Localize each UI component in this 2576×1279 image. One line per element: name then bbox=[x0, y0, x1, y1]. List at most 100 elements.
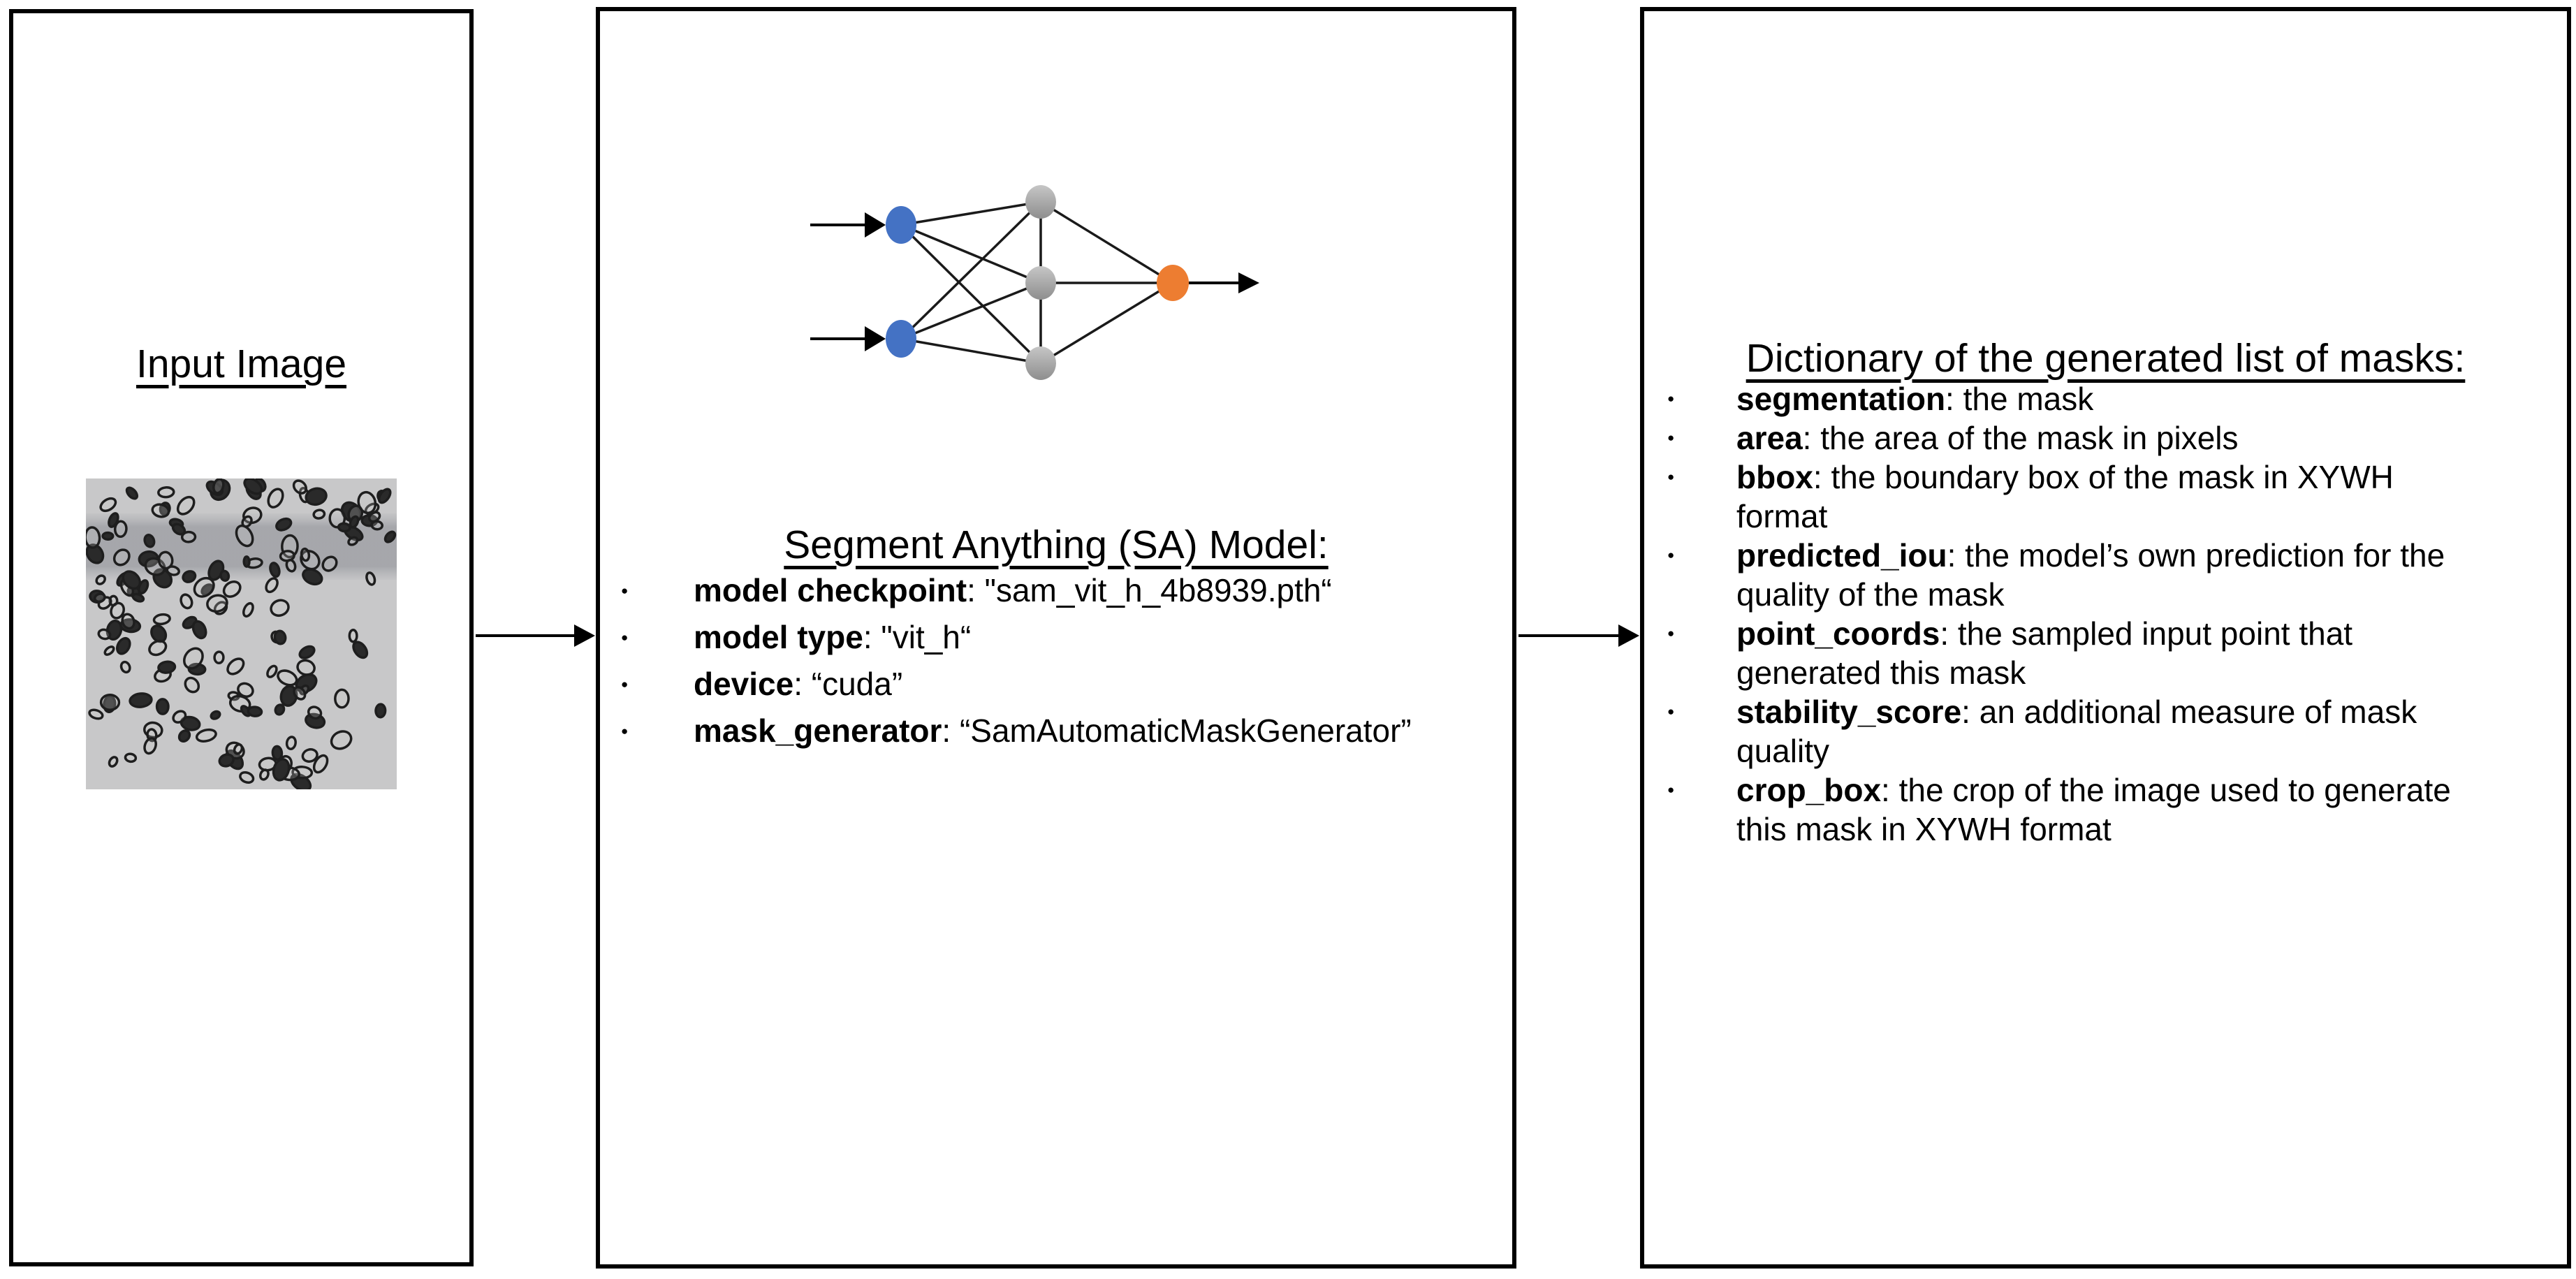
cell-blob bbox=[177, 729, 191, 743]
cell-blob bbox=[343, 525, 364, 542]
list-item: area: the area of the mask in pixels bbox=[1644, 418, 2518, 458]
cell-blob bbox=[298, 487, 310, 504]
cell-blob bbox=[103, 694, 117, 714]
cell-blob bbox=[243, 478, 263, 495]
cell-blob bbox=[357, 490, 377, 515]
bullet-desc-line2: this mask in XYWH format bbox=[1736, 811, 2112, 847]
cell-blob bbox=[245, 557, 263, 569]
cell-blob bbox=[258, 757, 277, 772]
cell-blob bbox=[352, 641, 369, 659]
cell-blob bbox=[97, 596, 112, 610]
cell-blob bbox=[305, 712, 326, 729]
cell-blob bbox=[267, 488, 284, 509]
cell-blob bbox=[226, 657, 245, 675]
cell-blob bbox=[277, 754, 293, 774]
cell-blob bbox=[200, 583, 214, 597]
input-image-title: Input Image bbox=[136, 342, 347, 386]
cell-blob bbox=[210, 478, 231, 502]
cell-blob bbox=[126, 585, 141, 598]
cell-blob bbox=[210, 710, 221, 720]
cell-blob bbox=[285, 558, 297, 573]
list-item: point_coords: the sampled input point th… bbox=[1644, 614, 2518, 692]
bullet-term: device bbox=[694, 666, 794, 702]
cell-blob bbox=[182, 615, 198, 629]
bullet-desc-line2: format bbox=[1736, 498, 1828, 534]
bullet-term: mask_generator bbox=[694, 712, 942, 749]
cell-blob bbox=[312, 754, 329, 774]
cell-blob bbox=[99, 497, 117, 513]
list-item: mask_generator: “SamAutomaticMaskGenerat… bbox=[600, 708, 1505, 754]
input-node bbox=[886, 320, 916, 358]
cell-blob bbox=[187, 662, 207, 676]
cell-blob bbox=[364, 502, 380, 516]
bullet-term: stability_score bbox=[1736, 694, 1962, 730]
cell-blob bbox=[321, 555, 338, 572]
bullet-term: area bbox=[1736, 420, 1803, 456]
cell-blob bbox=[270, 599, 290, 617]
cell-blob bbox=[274, 703, 286, 716]
cell-blob bbox=[273, 629, 287, 645]
cell-blob bbox=[347, 504, 364, 523]
cell-blob bbox=[383, 530, 397, 543]
cell-blob bbox=[365, 571, 376, 586]
cell-blob bbox=[180, 530, 197, 543]
cell-blob bbox=[172, 710, 187, 724]
bullet-desc: : “cuda” bbox=[793, 666, 903, 702]
cell-blob bbox=[376, 489, 388, 504]
cell-blob bbox=[293, 686, 307, 701]
cell-blob bbox=[105, 620, 123, 641]
cell-blob bbox=[295, 673, 318, 694]
cell-blob bbox=[157, 486, 175, 499]
cell-blob bbox=[176, 495, 196, 516]
cell-blob bbox=[367, 511, 381, 523]
list-item: model checkpoint: "sam_vit_h_4b8939.pth“ bbox=[600, 567, 1505, 614]
cell-blob bbox=[334, 688, 350, 709]
cell-blob bbox=[157, 550, 174, 570]
list-item: stability_score: an additional measure o… bbox=[1644, 692, 2518, 770]
cell-blob bbox=[245, 481, 262, 500]
cell-blob bbox=[166, 565, 180, 576]
mask-dictionary-panel: Dictionary of the generated list of mask… bbox=[1640, 7, 2571, 1269]
cell-blob bbox=[122, 570, 142, 590]
cell-blob bbox=[213, 601, 228, 615]
cell-blob bbox=[86, 526, 101, 549]
cell-blob bbox=[270, 630, 282, 644]
cell-blob bbox=[299, 684, 310, 696]
cell-blob bbox=[347, 536, 359, 546]
nn-input-arrow bbox=[810, 326, 886, 351]
cell-blob bbox=[285, 736, 297, 750]
cell-blob bbox=[154, 668, 172, 683]
cell-blob bbox=[195, 728, 217, 743]
photo-dark-band bbox=[86, 513, 397, 580]
cell-blob bbox=[101, 531, 115, 541]
cell-blob bbox=[110, 601, 125, 620]
microscopy-cells-photo bbox=[86, 478, 397, 789]
bullet-desc: : the boundary box of the mask in XYWH bbox=[1813, 459, 2394, 495]
hidden-node bbox=[1025, 346, 1056, 380]
cell-blob bbox=[212, 478, 225, 495]
cell-blob bbox=[292, 479, 307, 495]
cell-blob bbox=[374, 703, 387, 719]
bullet-desc: : the area of the mask in pixels bbox=[1802, 420, 2239, 456]
cell-blob bbox=[274, 763, 290, 778]
cell-blob bbox=[258, 768, 270, 781]
cell-blob bbox=[157, 660, 177, 674]
cell-blob bbox=[116, 571, 130, 587]
cell-blob bbox=[275, 517, 293, 532]
cell-blob bbox=[143, 737, 157, 755]
cell-blob bbox=[301, 748, 319, 763]
bullet-term: model type bbox=[694, 619, 863, 655]
bullet-term: point_coords bbox=[1736, 615, 1940, 652]
cell-blob bbox=[337, 522, 351, 533]
list-item: model type: "vit_h“ bbox=[600, 614, 1505, 661]
cell-blob bbox=[193, 576, 215, 598]
cell-blob bbox=[182, 570, 197, 583]
cell-blob bbox=[182, 647, 204, 670]
cell-blob bbox=[108, 756, 119, 768]
list-item: segmentation: the mask bbox=[1644, 379, 2518, 418]
mask-dictionary-list: segmentation: the maskarea: the area of … bbox=[1644, 379, 2518, 849]
cell-blob bbox=[155, 698, 170, 715]
cell-blob bbox=[279, 685, 298, 707]
cell-blob bbox=[290, 773, 312, 789]
cell-blob bbox=[184, 676, 200, 694]
